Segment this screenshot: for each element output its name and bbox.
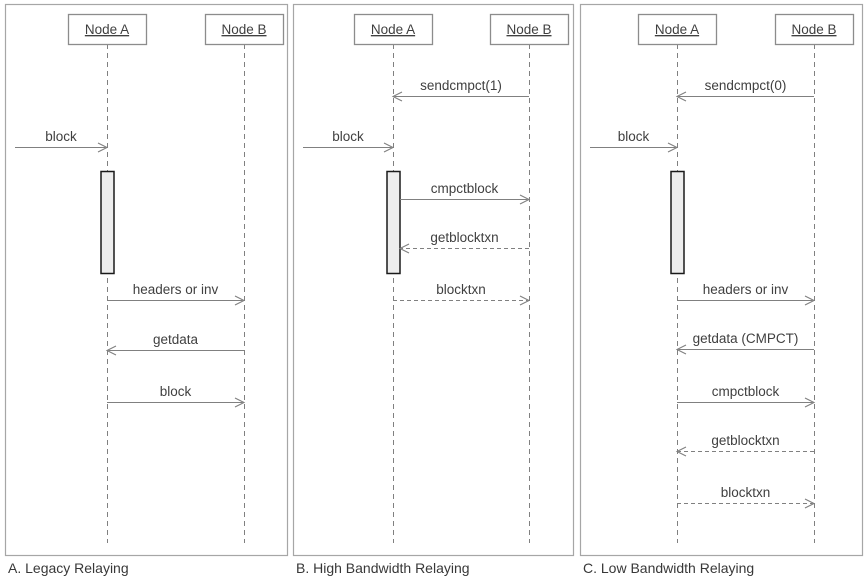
- message-block: block: [303, 129, 395, 153]
- message-block: block: [107, 384, 246, 408]
- message-label: blocktxn: [436, 282, 486, 297]
- message-getblocktxn: getblocktxn: [398, 230, 529, 254]
- message-label: getdata (CMPCT): [693, 331, 799, 346]
- actor-label: Node B: [791, 22, 836, 37]
- message-label: sendcmpct(1): [420, 78, 502, 93]
- message-cmpctblock: cmpctblock: [677, 384, 816, 408]
- message-label: block: [160, 384, 192, 399]
- panel-high-bandwidth-relaying: B. High Bandwidth Relaying Node A Node B se…: [292, 3, 575, 576]
- actor-box: [353, 13, 434, 46]
- message-sendcmpct-0-: sendcmpct(0): [675, 78, 814, 102]
- panel-caption: A. Legacy Relaying: [8, 560, 129, 576]
- message-getblocktxn: getblocktxn: [675, 433, 814, 457]
- arrowhead-icon: [519, 194, 531, 205]
- message-block: block: [590, 129, 679, 153]
- actor-label: Node B: [221, 22, 266, 37]
- message-label: cmpctblock: [712, 384, 780, 399]
- arrowhead-icon: [391, 91, 403, 102]
- message-label: getblocktxn: [430, 230, 498, 245]
- actor-label: Node B: [506, 22, 551, 37]
- arrowhead-icon: [675, 446, 687, 457]
- actor-label: Node A: [371, 22, 415, 37]
- message-label: headers or inv: [133, 282, 219, 297]
- actor-box: [637, 13, 718, 46]
- message-getdata: getdata: [105, 332, 244, 356]
- actor-label: Node A: [85, 22, 129, 37]
- arrowhead-icon: [519, 295, 531, 306]
- arrowhead-icon: [234, 397, 246, 408]
- message-blocktxn: blocktxn: [677, 485, 816, 509]
- arrowhead-icon: [804, 295, 816, 306]
- panel-frame: [4, 3, 289, 557]
- message-block: block: [15, 129, 109, 153]
- actor-box: [774, 13, 855, 46]
- message-label: block: [45, 129, 77, 144]
- panel-caption: B. High Bandwidth Relaying: [296, 560, 470, 576]
- message-label: getdata: [153, 332, 199, 347]
- arrowhead-icon: [97, 142, 109, 153]
- activation-bar: [386, 170, 401, 275]
- arrowhead-icon: [234, 295, 246, 306]
- message-getdata-cmpct-: getdata (CMPCT): [675, 331, 814, 355]
- message-blocktxn: blocktxn: [393, 282, 531, 306]
- arrowhead-icon: [804, 397, 816, 408]
- panel-legacy-relaying: A. Legacy Relaying Node A Node B block heade…: [4, 3, 289, 576]
- message-headers-or-inv: headers or inv: [677, 282, 816, 306]
- message-label: headers or inv: [703, 282, 789, 297]
- arrowhead-icon: [398, 243, 410, 254]
- message-label: cmpctblock: [431, 181, 499, 196]
- message-label: sendcmpct(0): [705, 78, 787, 93]
- arrowhead-icon: [804, 498, 816, 509]
- panel-low-bandwidth-relaying: C. Low Bandwidth Relaying Node A Node B sen…: [579, 3, 864, 576]
- message-label: blocktxn: [721, 485, 771, 500]
- arrowhead-icon: [675, 344, 687, 355]
- arrowhead-icon: [383, 142, 395, 153]
- arrowhead-icon: [675, 91, 687, 102]
- panel-caption: C. Low Bandwidth Relaying: [583, 560, 754, 576]
- actor-box: [489, 13, 570, 46]
- arrowhead-icon: [105, 345, 117, 356]
- message-cmpctblock: cmpctblock: [400, 181, 531, 205]
- arrowhead-icon: [667, 142, 679, 153]
- actor-box: [204, 13, 285, 46]
- activation-bar: [100, 170, 115, 275]
- message-label: block: [618, 129, 650, 144]
- message-label: block: [332, 129, 364, 144]
- activation-bar: [670, 170, 685, 275]
- actor-label: Node A: [655, 22, 699, 37]
- message-headers-or-inv: headers or inv: [107, 282, 246, 306]
- message-label: getblocktxn: [711, 433, 779, 448]
- message-sendcmpct-1-: sendcmpct(1): [391, 78, 529, 102]
- actor-box: [67, 13, 148, 46]
